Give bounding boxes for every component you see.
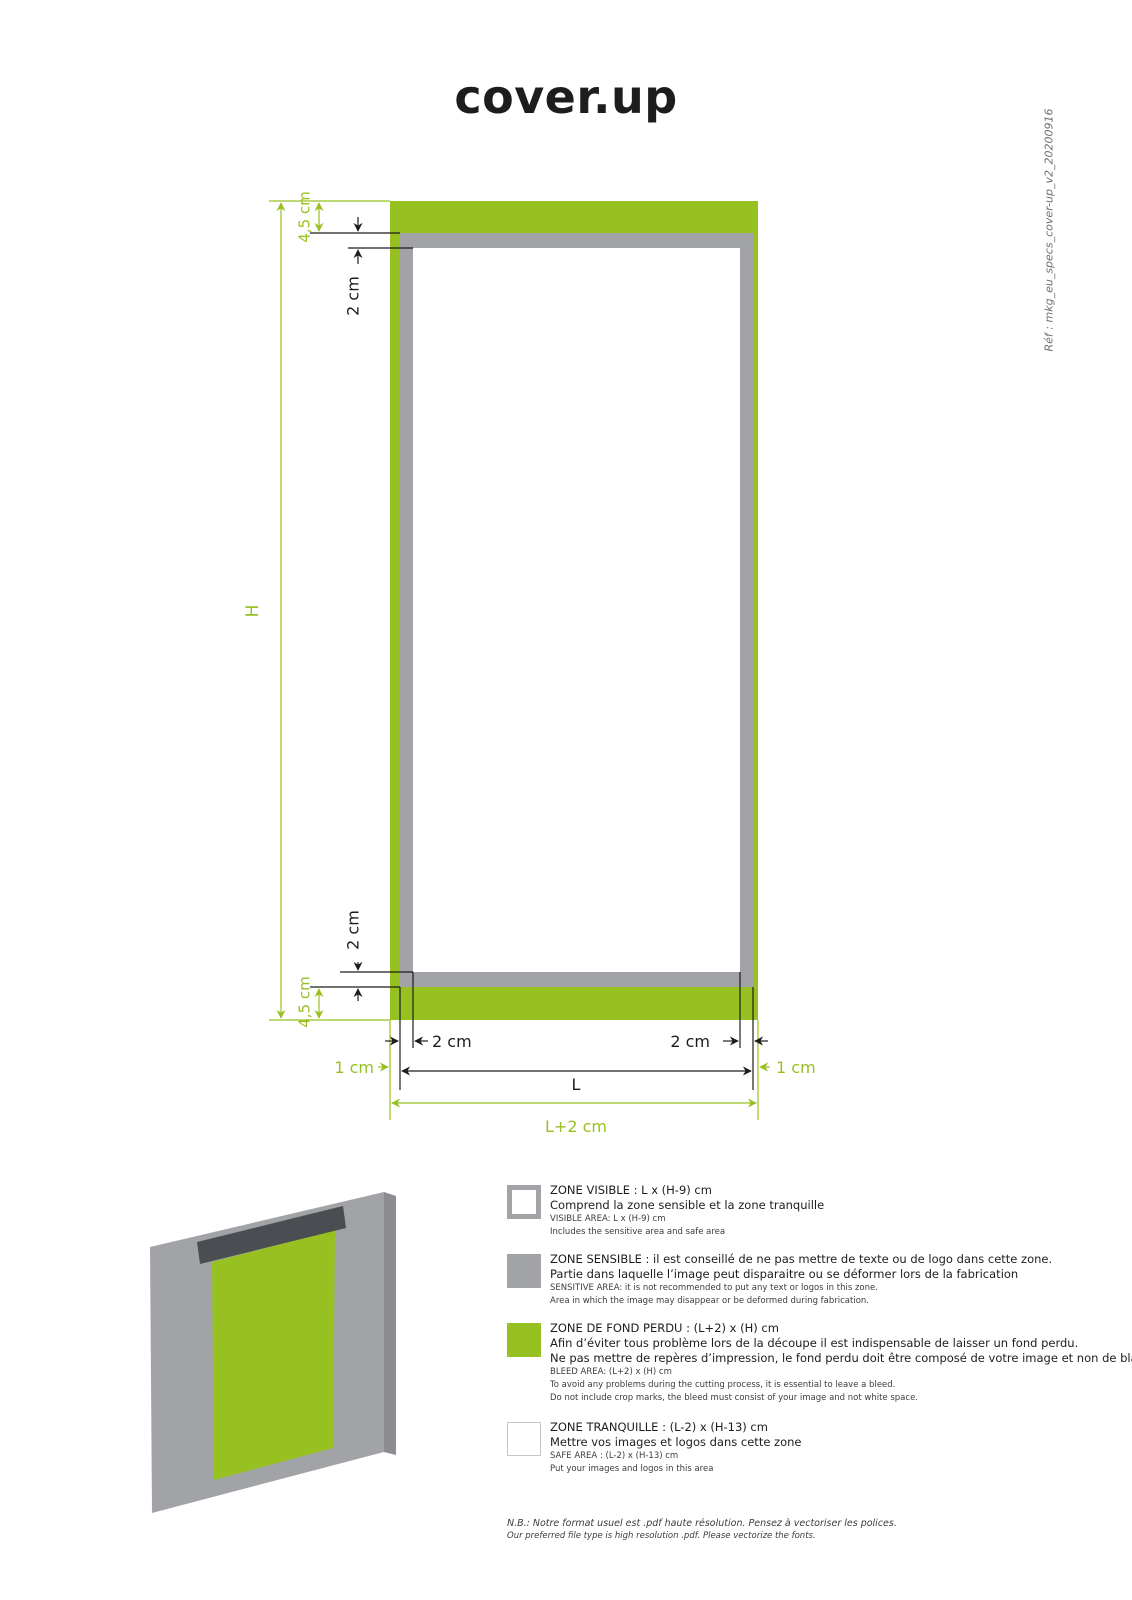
left-sensitive-label: 2 cm <box>432 1032 472 1051</box>
legend-title: ZONE DE FOND PERDU : (L+2) x (H) cm <box>550 1321 779 1335</box>
legend-english: Area in which the image may disappear or… <box>550 1296 869 1306</box>
legend-title: ZONE SENSIBLE : il est conseillé de ne p… <box>550 1252 1053 1266</box>
legend-subtitle: Afin d’éviter tous problème lors de la d… <box>550 1336 1079 1350</box>
top-sensitive-label: 2 cm <box>344 276 363 316</box>
sensitive-zone-swatch <box>507 1254 541 1288</box>
bottom-sensitive-label: 2 cm <box>344 910 363 950</box>
legend-subtitle: Partie dans laquelle l’image peut dispar… <box>550 1267 1019 1281</box>
bottom-bleed-label: 4,5 cm <box>296 976 314 1027</box>
legend-english: SENSITIVE AREA: it is not recommended to… <box>550 1283 878 1293</box>
green-fabric <box>212 1230 335 1480</box>
legend-subtitle: Comprend la zone sensible et la zone tra… <box>550 1198 825 1212</box>
right-sensitive-label: 2 cm <box>670 1032 710 1051</box>
legend-english: Put your images and logos in this area <box>550 1464 714 1474</box>
wall-panel-edge <box>384 1192 396 1455</box>
legend-title: ZONE TRANQUILLE : (L-2) x (H-13) cm <box>550 1420 768 1434</box>
height-extension-lines <box>269 200 390 1021</box>
safe-zone-swatch <box>507 1422 541 1456</box>
note-english: Our preferred file type is high resoluti… <box>507 1531 816 1541</box>
legend-english: VISIBLE AREA: L x (H-9) cm <box>550 1214 666 1224</box>
file-format-note: N.B.: Notre format usuel est .pdf haute … <box>507 1517 897 1543</box>
cover-up-3d-illustration <box>150 1192 396 1513</box>
right-margin-label: 1 cm <box>776 1058 816 1077</box>
page-title: cover.up <box>454 70 678 124</box>
bleed-zone-swatch <box>507 1323 541 1357</box>
width-label: L <box>572 1075 581 1094</box>
height-label: H <box>243 605 263 618</box>
legend-english: Includes the sensitive area and safe are… <box>550 1227 726 1237</box>
legend-english: Do not include crop marks, the bleed mus… <box>550 1393 918 1403</box>
left-margin-label: 1 cm <box>334 1058 374 1077</box>
total-width-label: L+2 cm <box>545 1117 607 1136</box>
legend-english: To avoid any problems during the cutting… <box>550 1380 896 1390</box>
top-rail <box>197 1206 346 1264</box>
top-bleed-label: 4,5 cm <box>296 191 314 242</box>
top-rail-top <box>197 1206 343 1242</box>
note-french: N.B.: Notre format usuel est .pdf haute … <box>507 1518 897 1529</box>
legend-english: BLEED AREA: (L+2) x (H) cm <box>550 1367 672 1377</box>
visible-zone-swatch <box>507 1185 541 1219</box>
safe-area <box>413 248 740 972</box>
legend-subtitle: Ne pas mettre de repères d’impression, l… <box>550 1351 1132 1365</box>
legend-subtitle: Mettre vos images et logos dans cette zo… <box>550 1435 802 1449</box>
legend-english: SAFE AREA : (L-2) x (H-13) cm <box>550 1451 679 1461</box>
legend-title: ZONE VISIBLE : L x (H-9) cm <box>550 1183 712 1197</box>
